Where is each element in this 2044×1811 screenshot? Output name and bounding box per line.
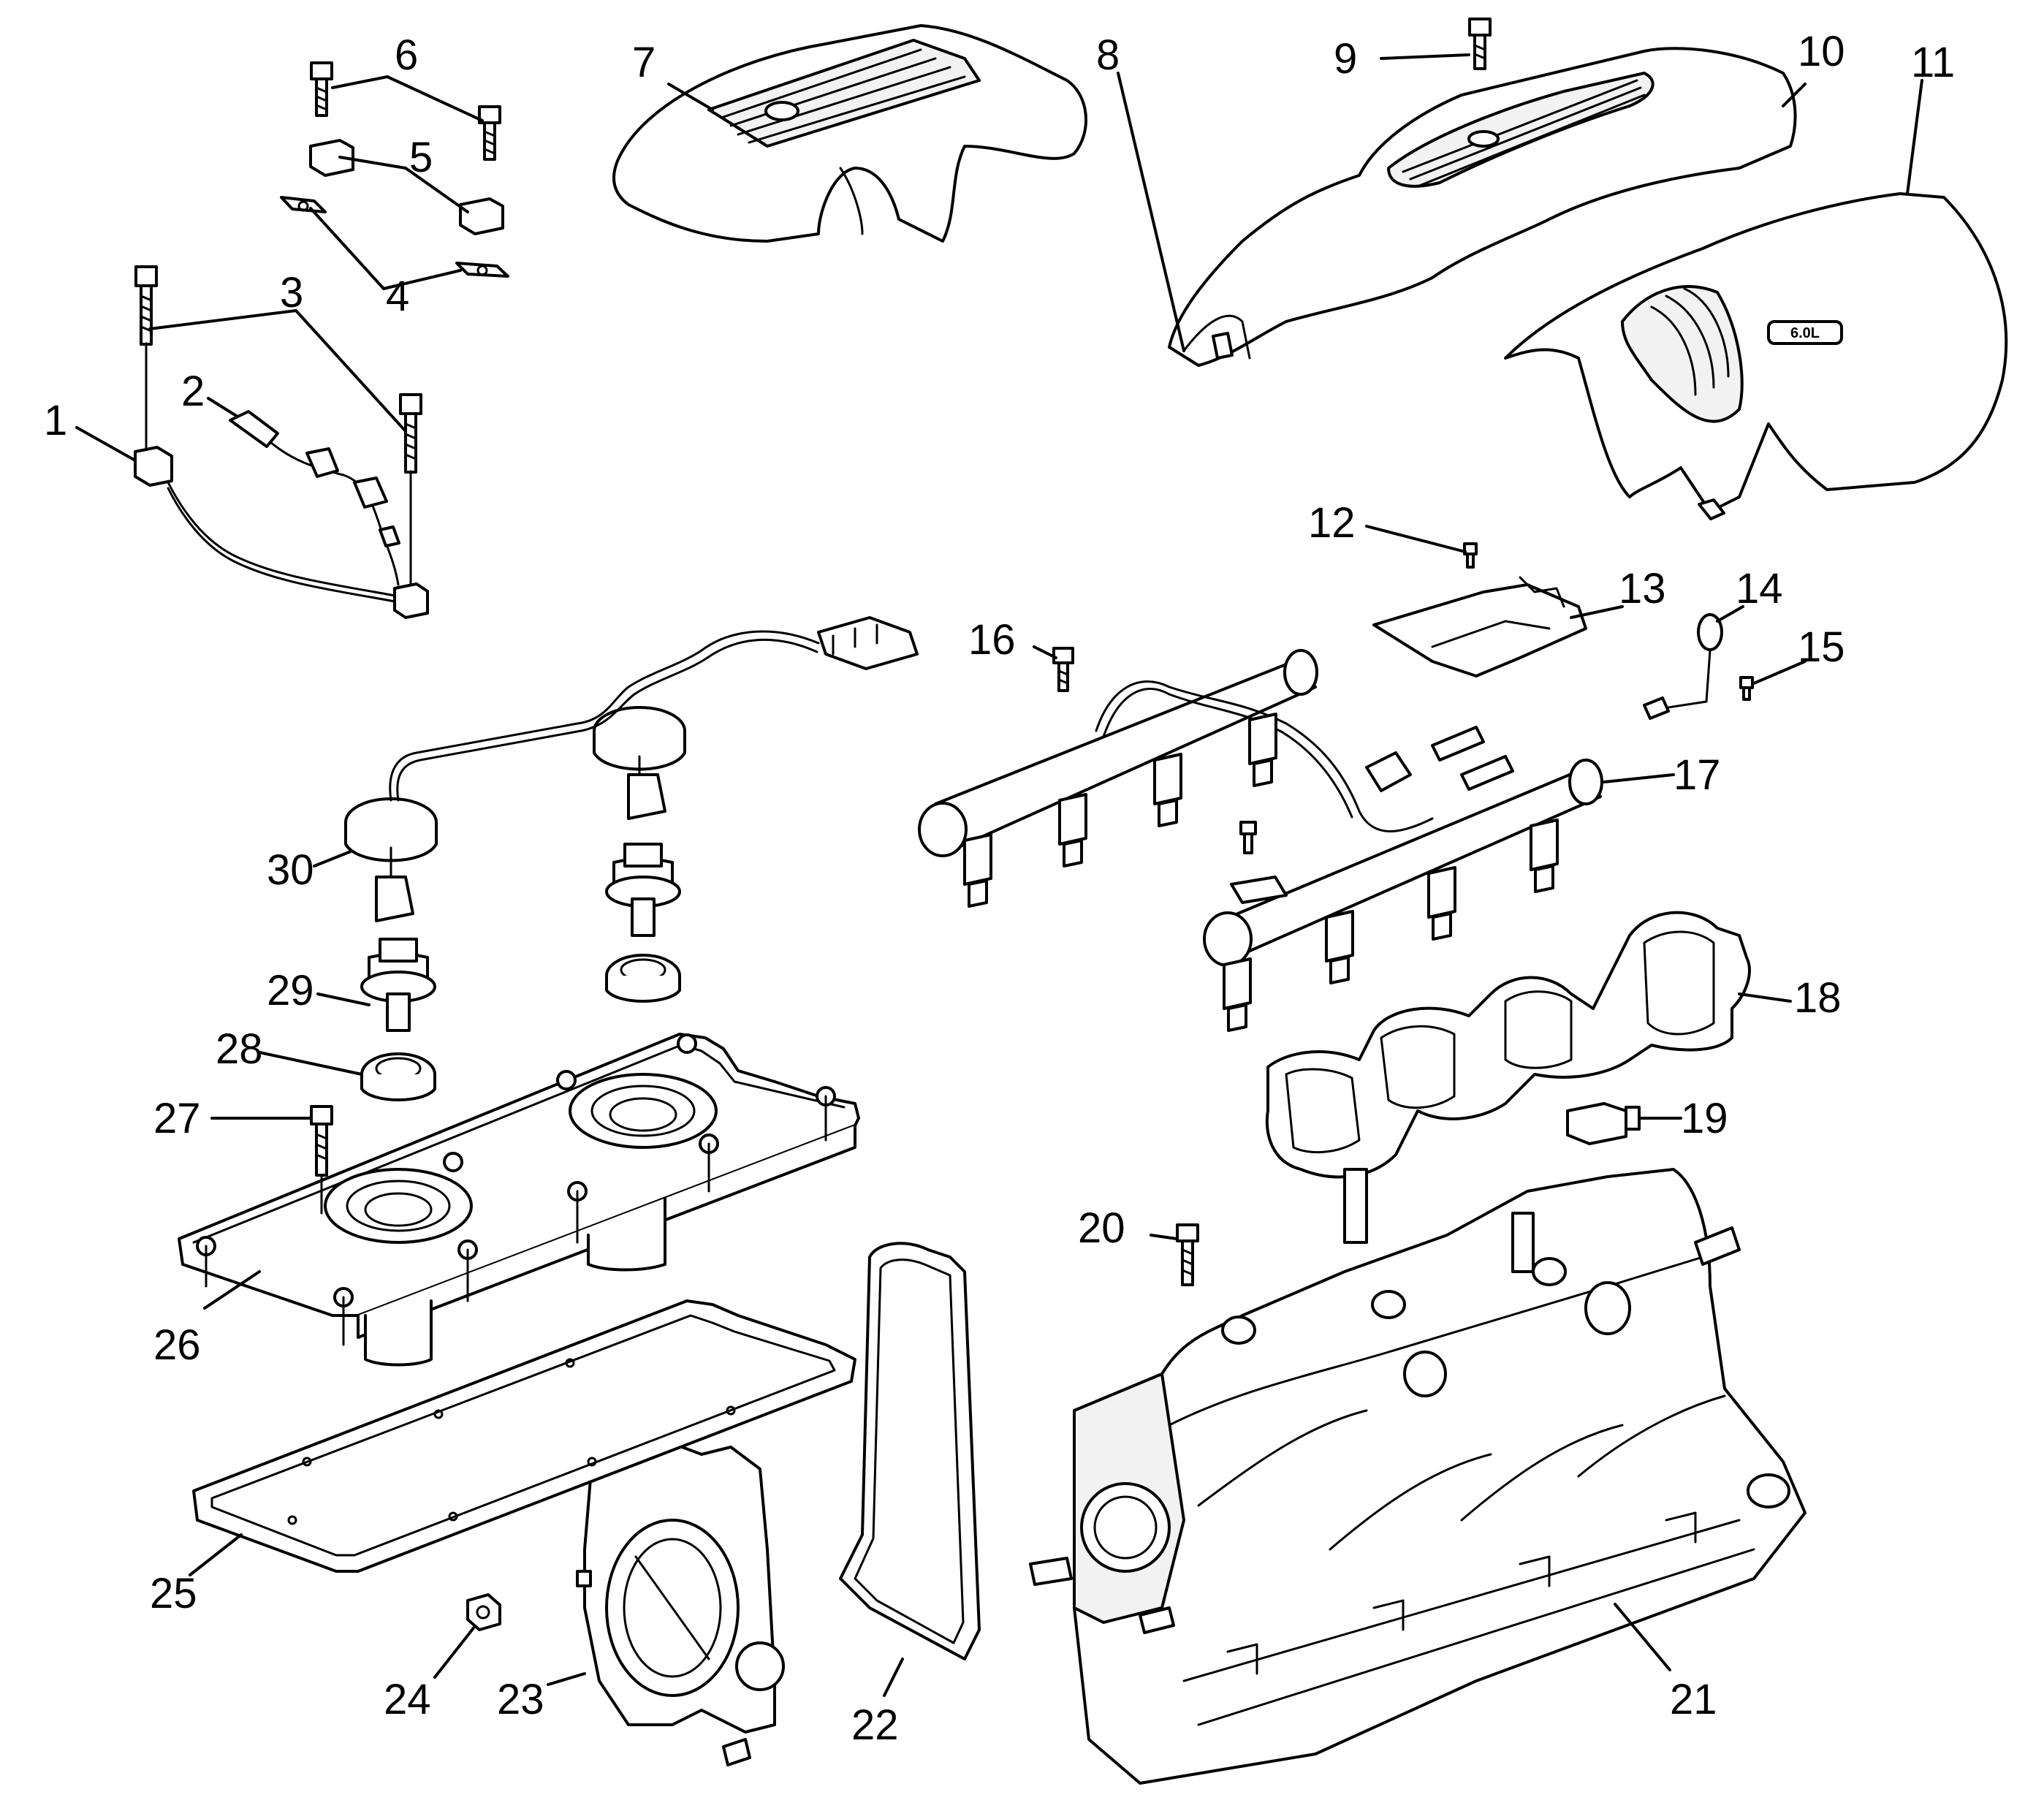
part-25-cover-gasket <box>192 1299 856 1573</box>
part-9-bolt <box>1468 18 1492 70</box>
part-17-fuel-rails <box>918 649 1603 1032</box>
engine-badge-text: 6.0L <box>1790 325 1820 341</box>
part-29-knock-sensors <box>360 843 681 1032</box>
callout-2: 2 <box>181 368 205 415</box>
part-4-gaskets <box>280 196 509 278</box>
callout-17: 17 <box>1673 751 1721 799</box>
part-26-valley-cover <box>178 1033 860 1367</box>
part-20-bolt <box>1176 1223 1199 1286</box>
callout-3: 3 <box>280 269 303 316</box>
part-2-connector <box>229 410 400 586</box>
callout-18: 18 <box>1794 974 1842 1022</box>
callout-21: 21 <box>1670 1676 1717 1723</box>
part-24-nut <box>466 1593 501 1631</box>
callout-16: 16 <box>968 616 1016 664</box>
part-28-seals <box>360 954 681 1101</box>
part-6-bolts <box>310 61 501 161</box>
callout-30: 30 <box>267 846 314 894</box>
callout-6: 6 <box>395 31 418 79</box>
callout-5: 5 <box>409 134 433 181</box>
callout-25: 25 <box>150 1570 197 1617</box>
part-19-sensor <box>1566 1102 1641 1145</box>
callout-26: 26 <box>153 1321 201 1369</box>
part-16-bolt <box>1052 647 1074 692</box>
callout-20: 20 <box>1078 1204 1125 1252</box>
callout-22: 22 <box>851 1701 899 1749</box>
callout-1: 1 <box>44 397 67 444</box>
part-21-intake-manifold <box>1029 1168 1806 1785</box>
part-27-bolt <box>310 1105 333 1215</box>
callout-9: 9 <box>1334 35 1357 83</box>
part-3-bolts <box>134 265 422 586</box>
callout-11: 11 <box>1911 39 1955 86</box>
part-12-screw <box>1463 542 1478 569</box>
callout-14: 14 <box>1736 565 1783 612</box>
part-18-intake-gasket <box>1265 911 1751 1179</box>
part-13-bracket <box>1372 576 1587 677</box>
part-23-throttle-body <box>576 1431 785 1766</box>
callout-29: 29 <box>267 967 314 1014</box>
part-14-rod <box>1643 613 1723 720</box>
callout-labels: 1 2 3 4 5 6 7 8 9 10 11 12 13 14 15 16 1… <box>44 28 1955 1749</box>
part-7-engine-cover <box>612 24 1087 243</box>
callout-24: 24 <box>384 1676 431 1723</box>
part-1-harness <box>134 446 429 619</box>
callout-13: 13 <box>1619 565 1666 612</box>
callout-12: 12 <box>1308 499 1356 547</box>
callout-27: 27 <box>153 1095 201 1142</box>
part-22-throttle-gasket <box>839 1242 981 1660</box>
part-11-engine-cover: 6.0L <box>1504 192 2008 520</box>
part-30-sensor-harness <box>344 616 919 922</box>
callout-7: 7 <box>632 39 656 86</box>
callout-15: 15 <box>1798 623 1845 671</box>
callout-19: 19 <box>1681 1095 1728 1142</box>
callout-10: 10 <box>1798 28 1845 75</box>
callout-23: 23 <box>497 1676 544 1723</box>
part-8-10-engine-cover <box>1168 47 1797 367</box>
leader-lines <box>75 53 1923 1697</box>
part-5-clips <box>309 139 504 235</box>
callout-28: 28 <box>216 1025 263 1073</box>
callout-8: 8 <box>1096 31 1120 79</box>
part-15-screw <box>1739 676 1754 701</box>
callout-4: 4 <box>386 273 409 320</box>
